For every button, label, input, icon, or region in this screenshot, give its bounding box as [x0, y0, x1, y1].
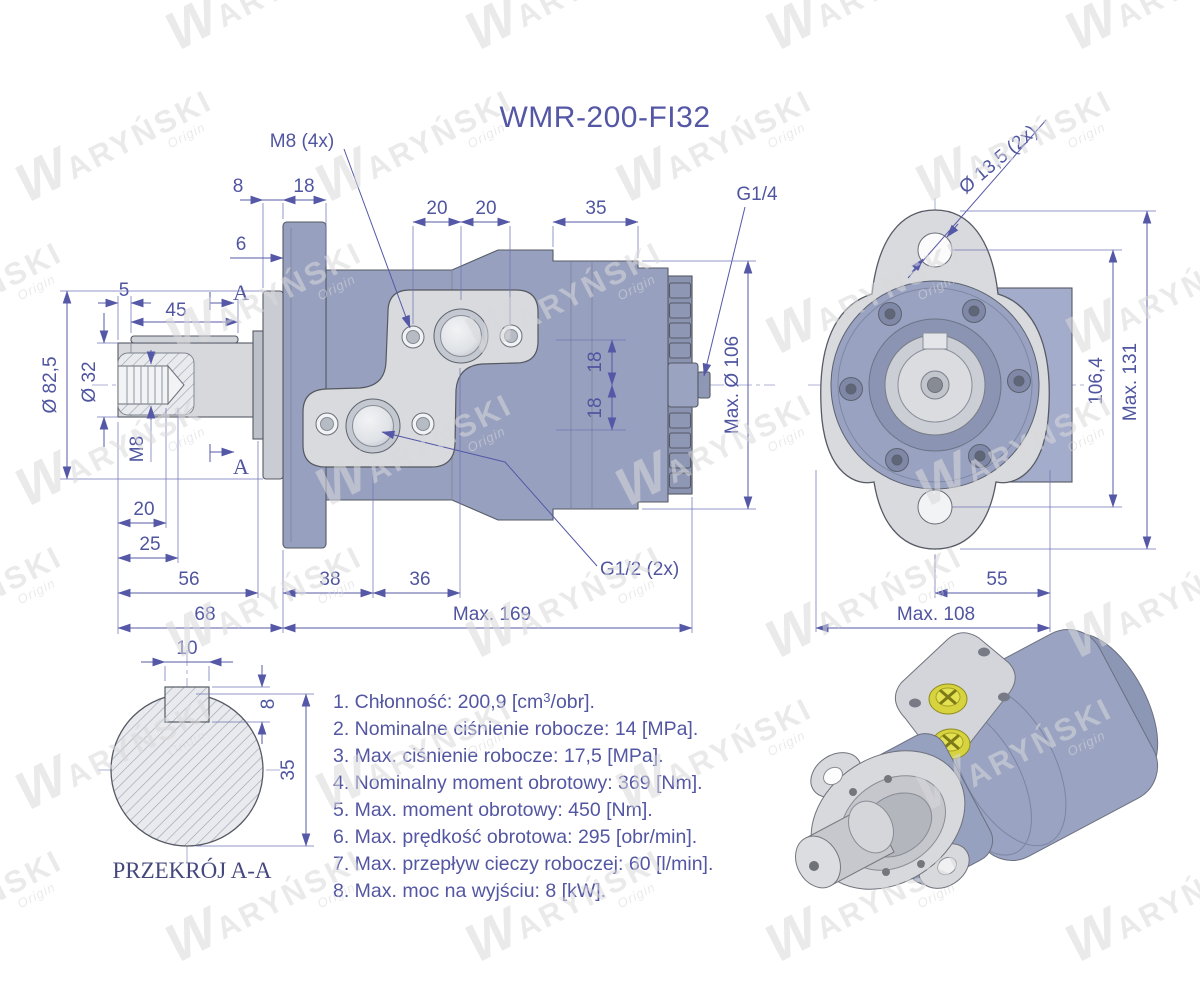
- label-m8-4x: M8 (4x): [270, 131, 334, 152]
- dim-35: 35: [585, 198, 606, 219]
- dim-key-8: 8: [258, 699, 279, 710]
- dim-max108: Max. 108: [897, 604, 975, 625]
- dim-18r-b: 18: [585, 397, 606, 418]
- spec-list: 1. Chłonność: 200,9 [cm3/obr]. 2. Nominal…: [333, 684, 713, 905]
- mount-flange-plate: [282, 221, 327, 549]
- spec-item: 5. Max. moment obrotowy: 450 [Nm].: [333, 799, 653, 821]
- render-flange-bolts: [849, 775, 925, 876]
- section-mark-a-top: A: [233, 280, 249, 305]
- pilot-boss: [262, 290, 284, 480]
- dim-max169: Max. 169: [453, 604, 531, 625]
- dim-sec-35: 35: [278, 759, 299, 780]
- dim-dia82-5: Ø 82,5: [40, 356, 61, 413]
- dim-56: 56: [178, 569, 199, 590]
- rear-bolt-heads: [668, 282, 692, 489]
- spec-item: 7. Max. przepływ cieczy roboczej: 60 [l/…: [333, 853, 714, 875]
- dim-106-4: 106,4: [1086, 357, 1107, 405]
- label-m8-shaft: M8: [127, 436, 148, 462]
- section-caption: PRZEKRÓJ A-A: [112, 857, 271, 883]
- spec-item: 3. Max. ciśnienie robocze: 17,5 [MPa].: [333, 745, 664, 767]
- dim-38: 38: [319, 569, 340, 590]
- render-3d: [795, 629, 1159, 890]
- label-g14: G1/4: [736, 184, 778, 205]
- dim-5: 5: [119, 280, 130, 301]
- dim-25: 25: [139, 534, 160, 555]
- g14-port-boss: [667, 362, 699, 408]
- page-title: WMR-200-FI32: [499, 101, 711, 134]
- section-mark-a-bottom: A: [233, 454, 249, 479]
- spec-block: 1. Chłonność: 200,9 [cm3/obr]. 2. Nominal…: [333, 684, 713, 905]
- dim-18r-a: 18: [585, 351, 606, 372]
- dim-20c: 20: [133, 499, 154, 520]
- section-key: [164, 686, 210, 723]
- mount-hole-top: [917, 232, 953, 268]
- dim-dia13-5: Ø 13,5 (2x): [955, 121, 1041, 198]
- spec-item: 6. Max. prędkość obrotowa: 295 [obr/min]…: [333, 826, 698, 848]
- m8-holes: [315, 324, 523, 436]
- dim-max131: Max. 131: [1120, 343, 1141, 421]
- g12-port-upper: [433, 308, 489, 364]
- section-view: 10 8 35 PRZEKRÓJ A-A: [98, 638, 314, 883]
- dim-55: 55: [986, 569, 1007, 590]
- dim-68: 68: [194, 604, 215, 625]
- side-view: M8 (4x) G1/4 G1/2 (2x) A A 8 18 6: [40, 131, 778, 634]
- thread-ticks: [126, 366, 163, 404]
- dim-max106: Max. Ø 106: [722, 336, 743, 434]
- render-plug-1: [928, 683, 968, 715]
- front-keyway: [922, 332, 948, 350]
- mount-hole-bottom: [917, 489, 953, 525]
- front-view: Ø 13,5 (2x) 106,4 Max. 131 55 Max. 108: [808, 119, 1156, 633]
- g12-port-lower: [345, 398, 401, 454]
- dim-20b: 20: [475, 198, 496, 219]
- dim-20a: 20: [426, 198, 447, 219]
- dim-8: 8: [233, 176, 244, 197]
- shaft-keyway: [130, 335, 239, 344]
- front-bolts: [839, 299, 1031, 472]
- spec-item: 1. Chłonność: 200,9 [cm3/obr].: [333, 690, 595, 713]
- spec-item: 4. Nominalny moment obrotowy: 369 [Nm].: [333, 772, 703, 794]
- dim-key-10: 10: [176, 638, 197, 659]
- spec-item: 2. Nominalne ciśnienie robocze: 14 [MPa]…: [333, 718, 699, 740]
- dim-dia32: Ø 32: [79, 361, 100, 402]
- label-g12: G1/2 (2x): [600, 559, 679, 580]
- dim-18: 18: [293, 176, 314, 197]
- dim-6: 6: [236, 234, 247, 255]
- dim-45: 45: [165, 300, 186, 321]
- spec-item: 8. Max. moc na wyjściu: 8 [kW].: [333, 880, 607, 902]
- dim-36: 36: [409, 569, 430, 590]
